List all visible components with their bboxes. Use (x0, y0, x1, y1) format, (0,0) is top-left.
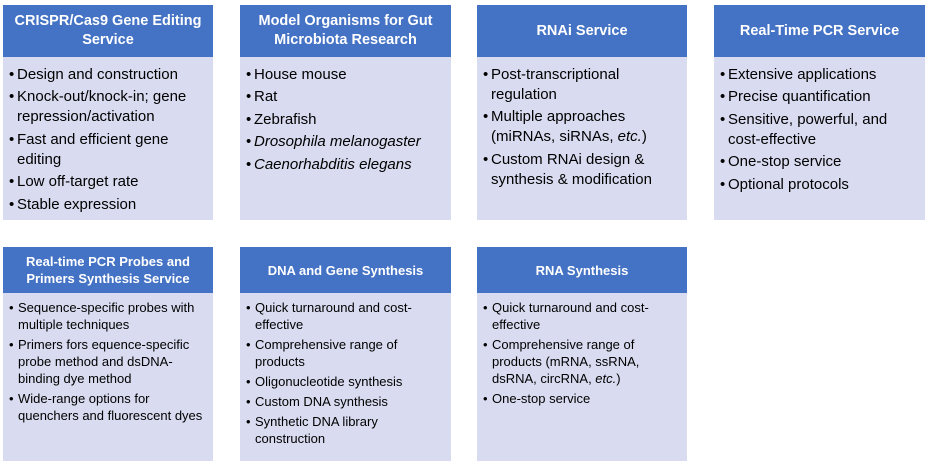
real-time-pcr-card: Real-Time PCR Service Extensive applicat… (714, 5, 925, 220)
list-item: Sensitive, powerful, and cost-effective (720, 110, 919, 150)
card-body: Post-transcriptional regulationMultiple … (477, 57, 687, 220)
list-item: Custom RNAi design & synthesis & modific… (483, 150, 681, 190)
list-item: Multiple approaches (miRNAs, siRNAs, etc… (483, 107, 681, 147)
list-item-suffix: ) (616, 371, 621, 386)
list-item: Design and construction (9, 65, 207, 85)
list-item-text: Design and construction (17, 66, 178, 83)
card-header: RNAi Service (477, 5, 687, 57)
list-item: Optional protocols (720, 175, 919, 195)
card-body: Design and constructionKnock-out/knock-i… (3, 57, 213, 220)
feature-list: House mouseRatZebrafishDrosophila melano… (246, 65, 445, 175)
list-item: Post-transcriptional regulation (483, 65, 681, 105)
card-body: Sequence-specific probes with multiple t… (3, 293, 213, 461)
list-item: Sequence-specific probes with multiple t… (9, 299, 207, 333)
card-header: CRISPR/Cas9 Gene Editing Service (3, 5, 213, 57)
list-item-text: Custom RNAi design & synthesis & modific… (491, 150, 652, 188)
list-item: Precise quantification (720, 87, 919, 107)
list-item-text: Optional protocols (728, 175, 849, 193)
list-item-italic: etc. (617, 128, 642, 146)
list-item: One-stop service (483, 390, 681, 407)
feature-list: Sequence-specific probes with multiple t… (9, 299, 207, 424)
list-item-text: Caenorhabditis elegans (254, 155, 412, 173)
list-item: Extensive applications (720, 65, 919, 85)
list-item-text: Post-transcriptional regulation (491, 66, 620, 103)
list-item: Primers fors equence-specific probe meth… (9, 336, 207, 387)
list-item-text: Extensive applications (728, 66, 877, 83)
list-item-text: Sensitive, powerful, and cost-effective (728, 110, 888, 148)
card-body: Quick turnaround and cost-effectiveCompr… (477, 293, 687, 461)
list-item: Zebrafish (246, 110, 445, 130)
card-body: Extensive applicationsPrecise quantifica… (714, 57, 925, 220)
list-item: Stable expression (9, 195, 207, 215)
list-item-text: Zebrafish (254, 110, 317, 128)
list-item: Oligonucleotide synthesis (246, 373, 445, 390)
list-item-text: Multiple approaches (miRNAs, siRNAs, (491, 108, 626, 146)
list-item: Fast and efficient gene editing (9, 130, 207, 170)
card-body: Quick turnaround and cost-effectiveCompr… (240, 293, 451, 461)
list-item-text: Rat (254, 88, 278, 106)
card-header: Real-time PCR Probes and Primers Synthes… (3, 247, 213, 293)
list-item-text: Wide-range options for quenchers and flu… (18, 391, 203, 423)
list-item-text: Low off-target rate (17, 173, 139, 191)
feature-list: Extensive applicationsPrecise quantifica… (720, 65, 919, 195)
list-item: Drosophila melanogaster (246, 132, 445, 152)
list-item-text: Comprehensive range of products (255, 337, 398, 369)
list-item-text: One-stop service (728, 153, 842, 171)
list-item-italic: etc. (595, 371, 617, 386)
card-header: RNA Synthesis (477, 247, 687, 293)
feature-list: Design and constructionKnock-out/knock-i… (9, 65, 207, 215)
list-item-text: Custom DNA synthesis (255, 394, 388, 409)
list-item: Comprehensive range of products (246, 336, 445, 370)
list-item: Rat (246, 87, 445, 107)
card-body: House mouseRatZebrafishDrosophila melano… (240, 57, 451, 220)
list-item-text: Stable expression (17, 195, 137, 213)
list-item-text: Synthetic DNA library construction (255, 414, 378, 446)
card-header: Real-Time PCR Service (714, 5, 925, 57)
list-item-text: Knock-out/knock-in; gene repression/acti… (17, 88, 187, 126)
rnai-card: RNAi Service Post-transcriptional regula… (477, 5, 687, 220)
list-item-text: House mouse (254, 66, 347, 83)
card-header: Model Organisms for Gut Microbiota Resea… (240, 5, 451, 57)
dna-gene-synthesis-card: DNA and Gene Synthesis Quick turnaround … (240, 247, 451, 461)
list-item: Caenorhabditis elegans (246, 155, 445, 175)
card-header: DNA and Gene Synthesis (240, 247, 451, 293)
list-item: Low off-target rate (9, 172, 207, 192)
pcr-probes-card: Real-time PCR Probes and Primers Synthes… (3, 247, 213, 461)
list-item: Synthetic DNA library construction (246, 413, 445, 447)
list-item: One-stop service (720, 152, 919, 172)
list-item-text: Fast and efficient gene editing (17, 130, 169, 168)
model-organisms-card: Model Organisms for Gut Microbiota Resea… (240, 5, 451, 220)
list-item-text: Oligonucleotide synthesis (255, 374, 403, 389)
list-item-text: Quick turnaround and cost-effective (492, 300, 649, 332)
crispr-card: CRISPR/Cas9 Gene Editing Service Design … (3, 5, 213, 220)
list-item-text: Sequence-specific probes with multiple t… (18, 300, 195, 332)
list-item-text: One-stop service (492, 391, 591, 406)
list-item: Knock-out/knock-in; gene repression/acti… (9, 87, 207, 127)
feature-list: Quick turnaround and cost-effectiveCompr… (246, 299, 445, 447)
list-item: Quick turnaround and cost-effective (483, 299, 681, 333)
list-item-text: Drosophila melanogaster (254, 133, 421, 151)
feature-list: Post-transcriptional regulationMultiple … (483, 65, 681, 190)
list-item: Comprehensive range of products (mRNA, s… (483, 336, 681, 387)
list-item: Custom DNA synthesis (246, 393, 445, 410)
list-item-suffix: ) (641, 128, 647, 146)
list-item-text: Quick turnaround and cost-effective (255, 300, 412, 332)
rna-synthesis-card: RNA Synthesis Quick turnaround and cost-… (477, 247, 687, 461)
list-item: House mouse (246, 65, 445, 85)
feature-list: Quick turnaround and cost-effectiveCompr… (483, 299, 681, 407)
list-item: Quick turnaround and cost-effective (246, 299, 445, 333)
list-item: Wide-range options for quenchers and flu… (9, 390, 207, 424)
list-item-text: Comprehensive range of products (mRNA, s… (492, 337, 640, 386)
list-item-text: Precise quantification (728, 88, 871, 106)
list-item-text: Primers fors equence-specific probe meth… (18, 337, 190, 386)
